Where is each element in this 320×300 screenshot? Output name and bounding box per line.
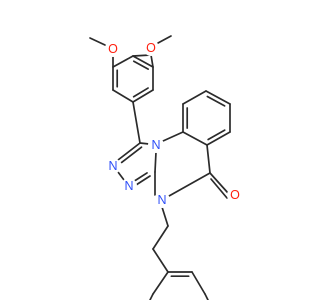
- bond-ring-a-6: [132, 89, 154, 103]
- chemical-structure-diagram: O O N N N N O: [89, 35, 243, 300]
- bond-benzo-2: [205, 90, 231, 105]
- atom-label-n-fused: N: [151, 138, 160, 152]
- bond-layer: [89, 35, 231, 300]
- bond-benzo-2-inner: [206, 95, 226, 107]
- atom-label-n-triazole-bottom-right: N: [124, 179, 133, 193]
- atom-label-n-triazole-bottom-left: N: [108, 159, 117, 173]
- bond-ring-a-6-inner: [132, 87, 149, 98]
- triazole-nitrogen-bottom-right: N: [121, 178, 137, 194]
- bond-benzo-4-inner: [207, 129, 226, 141]
- lactam-nitrogen: N: [154, 192, 170, 208]
- bond-triazole-c-nfused: [154, 151, 157, 173]
- triazole-nitrogen-bottom-left: N: [105, 158, 121, 174]
- methoxy-oxygen-para: O: [105, 41, 121, 57]
- bond-triazole-c-n-inner: [120, 146, 143, 164]
- fused-ring-nitrogen: N: [148, 137, 164, 153]
- bond-triazole-nfused-c: [139, 142, 150, 145]
- bond-triazole-n-c: [135, 175, 151, 186]
- bond-aryl-triazole: [132, 101, 141, 144]
- bond-n-ch2: [161, 206, 169, 227]
- bond-carbonyl-inner: [210, 178, 228, 199]
- bond-ring-a-3: [112, 55, 134, 68]
- bond-nfused-c5: [162, 131, 184, 142]
- bond-c7-nlactam: [168, 172, 211, 197]
- atom-label-n-lactam: N: [157, 193, 166, 207]
- bond-benzo-1: [182, 90, 207, 105]
- bond-carbonyl: [209, 172, 229, 194]
- bond-o-me-para: [89, 37, 106, 46]
- atom-label-o-carbonyl: O: [230, 188, 240, 202]
- bond-c-o-meta: [150, 54, 154, 68]
- atom-label-o-methoxy-para: O: [108, 42, 118, 56]
- atom-label-layer: O O N N N N O: [105, 40, 243, 208]
- bond-phenyl-edge-left: [149, 293, 154, 300]
- bond-triazole-n-c-inner: [133, 172, 148, 182]
- bond-triazole-n-n: [117, 171, 125, 181]
- bond-ch2-ch2: [152, 225, 169, 250]
- bond-ch2-phenyl: [152, 248, 169, 273]
- bond-ring-a-1: [112, 89, 134, 103]
- bond-phenyl-6: [152, 271, 169, 295]
- atom-label-o-methoxy-meta: O: [146, 41, 156, 55]
- methoxy-oxygen-meta: O: [143, 40, 159, 56]
- bond-benzo-4: [206, 131, 231, 146]
- bond-phenyl-edge-right: [204, 293, 209, 300]
- bond-c6-c7: [206, 144, 211, 174]
- bond-o-me-meta: [157, 35, 172, 44]
- bond-ring-a-4: [132, 55, 154, 68]
- bond-triazole-c-n: [117, 142, 141, 161]
- bond-phenyl-2: [191, 271, 206, 295]
- bond-benzo-5: [182, 131, 208, 146]
- carbonyl-oxygen: O: [227, 187, 243, 203]
- bond-ring-a-4-inner: [132, 60, 150, 70]
